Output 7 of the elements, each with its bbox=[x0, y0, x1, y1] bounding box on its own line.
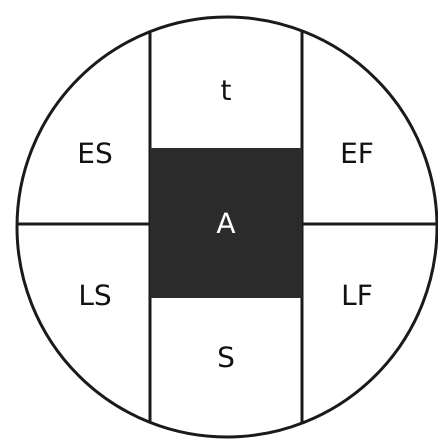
sector-label: ES bbox=[45, 87, 145, 219]
sector-label: S bbox=[153, 301, 299, 413]
center-block: A bbox=[150, 148, 302, 298]
sector-label: t bbox=[153, 35, 299, 145]
sector-label: LS bbox=[45, 229, 145, 361]
sector-label: LF bbox=[307, 229, 407, 361]
sector-label: EF bbox=[307, 87, 407, 219]
